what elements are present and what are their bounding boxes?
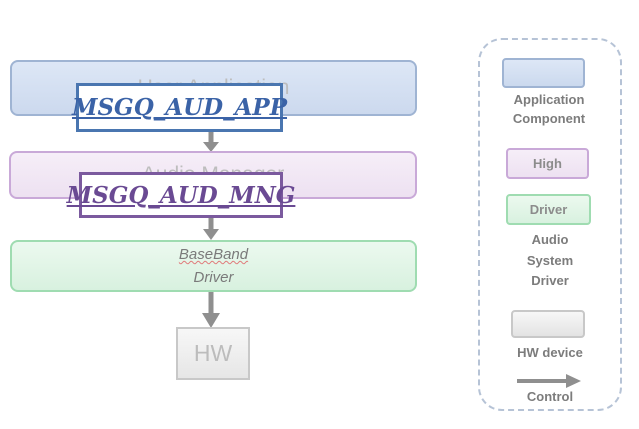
legend-high-label: High <box>533 156 562 171</box>
baseband-label-line2: Driver <box>193 269 234 286</box>
control-arrow-app-to-manager <box>203 130 219 152</box>
msgq-aud-mng-label: MSGQ_AUD_MNG <box>66 181 296 209</box>
baseband-driver-layer: BaseBand Driver <box>10 240 417 292</box>
legend-hw-device-label: HW device <box>517 345 583 360</box>
control-arrow-driver-to-hw <box>202 292 220 328</box>
baseband-driver-label: BaseBand Driver <box>179 243 248 289</box>
legend-frame <box>478 38 622 411</box>
legend-system-line: System <box>526 252 574 268</box>
legend-application-line1: Application <box>513 92 585 107</box>
legend-audio-line: Audio <box>531 232 569 247</box>
msgq-aud-app-label: MSGQ_AUD_APP <box>71 94 288 121</box>
legend-application-line2: Component <box>512 111 586 126</box>
msgq-aud-mng-box: MSGQ_AUD_MNG <box>67 172 295 218</box>
legend-control-label: Control <box>526 389 574 404</box>
legend-audio-system-driver-label: Audio System Driver <box>510 230 590 292</box>
control-arrow-manager-to-driver <box>203 216 219 240</box>
hw-device-box: HW <box>176 327 250 380</box>
legend-driver-line: Driver <box>531 273 569 288</box>
legend-application-label: Application Component <box>500 90 598 128</box>
legend-control-arrow <box>517 374 581 388</box>
baseband-label-line1: BaseBand <box>178 246 249 263</box>
legend-application-swatch <box>502 58 585 88</box>
legend-driver-label: Driver <box>529 202 568 217</box>
legend-driver-swatch: Driver <box>506 194 591 225</box>
legend-hw-device-swatch <box>511 310 585 338</box>
hw-label: HW <box>193 340 233 366</box>
legend-high-swatch: High <box>506 148 589 179</box>
msgq-aud-app-box: MSGQ_AUD_APP <box>72 83 287 132</box>
